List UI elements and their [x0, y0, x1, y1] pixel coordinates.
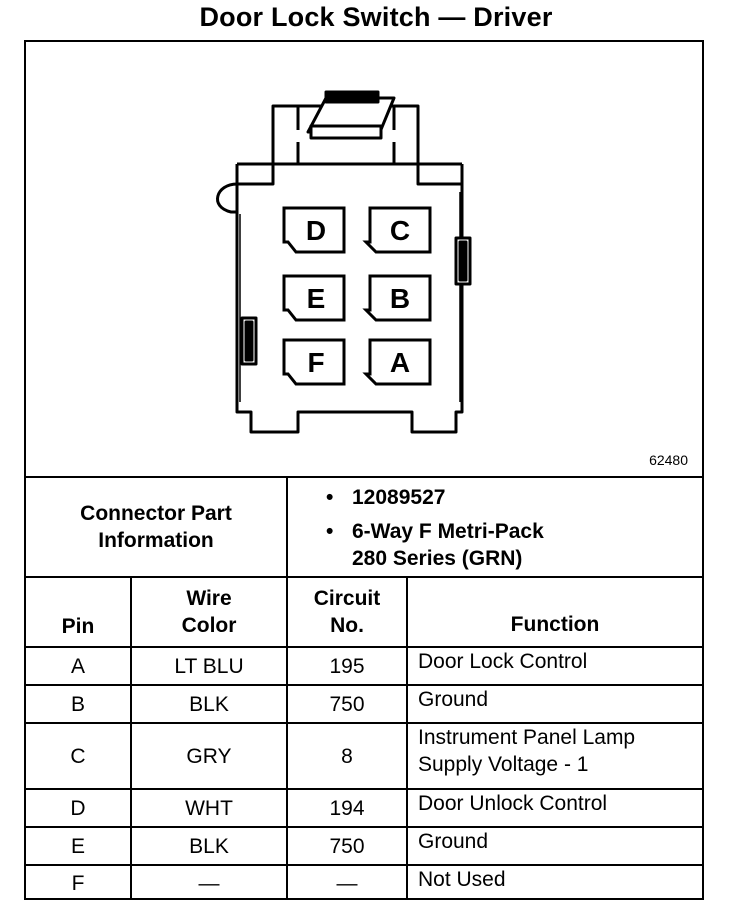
- cell-pin: B: [70, 692, 85, 716]
- pin-label-d: D: [306, 215, 326, 246]
- cell-function: Door Unlock Control: [408, 790, 702, 826]
- cell-pin: C: [70, 744, 86, 768]
- function-text: Not Used: [418, 868, 506, 891]
- divider: [286, 476, 288, 900]
- cavity-c: [362, 206, 432, 254]
- header-wire-color: Wire Color: [181, 587, 237, 637]
- divider: [26, 722, 702, 724]
- function-text: Door Unlock Control: [418, 792, 608, 815]
- cell-function: Not Used: [408, 866, 702, 900]
- cell-wire-color: BLK: [189, 692, 229, 716]
- cell-circuit-no: 194: [329, 796, 365, 820]
- pin-label-e: E: [307, 283, 326, 314]
- function-text: Supply Voltage - 1: [418, 753, 589, 776]
- cell-wire-color: BLK: [189, 834, 229, 858]
- divider: [26, 826, 702, 828]
- cell-circuit-no: 750: [329, 692, 365, 716]
- cell-circuit-no: —: [336, 871, 358, 895]
- function-text: Ground: [418, 830, 489, 853]
- bullet: •: [326, 486, 334, 509]
- cavity-f: [282, 338, 346, 386]
- cell-circuit-no: 8: [341, 744, 353, 768]
- pin-label-f: F: [307, 347, 324, 378]
- divider: [26, 646, 702, 648]
- divider: [406, 576, 408, 900]
- bullet: •: [326, 520, 334, 543]
- cell-wire-color: —: [198, 871, 220, 895]
- header-pin: Pin: [61, 615, 95, 638]
- cell-circuit-no: 750: [329, 834, 365, 858]
- cavity-d: [282, 206, 346, 254]
- cavity-a: [362, 338, 432, 386]
- pin-label-c: C: [390, 215, 410, 246]
- function-text: Ground: [418, 688, 489, 711]
- divider: [26, 684, 702, 686]
- cell-wire-color: LT BLU: [174, 654, 244, 678]
- part-number: 12089527: [352, 486, 446, 509]
- figure-number: 62480: [649, 452, 688, 468]
- cell-wire-color: WHT: [185, 796, 233, 820]
- connector-table-frame: D C E B F A 62480 Connector Part Informa…: [24, 40, 704, 900]
- function-text: Door Lock Control: [418, 650, 588, 673]
- page-title: Door Lock Switch — Driver: [199, 2, 553, 32]
- divider: [130, 576, 132, 900]
- divider: [26, 788, 702, 790]
- divider: [26, 476, 702, 478]
- cell-pin: A: [70, 654, 85, 678]
- connector-type-line2: 280 Series (GRN): [352, 547, 523, 570]
- cell-function: Ground: [408, 828, 702, 864]
- pin-label-a: A: [390, 347, 410, 378]
- function-text: Instrument Panel Lamp: [418, 726, 636, 749]
- divider: [26, 864, 702, 866]
- cell-circuit-no: 195: [329, 654, 365, 678]
- cell-function: Door Lock Control: [408, 648, 702, 684]
- divider: [26, 576, 702, 578]
- cell-function: Ground: [408, 686, 702, 722]
- cell-pin: E: [70, 834, 85, 858]
- pin-label-b: B: [390, 283, 410, 314]
- cell-pin: D: [70, 796, 86, 820]
- cavity-e: [282, 274, 346, 322]
- connector-type-line1: 6-Way F Metri-Pack: [352, 520, 544, 543]
- header-circuit-no: Circuit No.: [313, 587, 381, 637]
- connector-info-label: Connector Part Information: [80, 502, 232, 552]
- header-function: Function: [510, 613, 600, 636]
- connector-face-diagram: D C E B F A: [216, 90, 472, 434]
- cell-pin: F: [71, 871, 85, 895]
- cell-wire-color: GRY: [186, 744, 232, 768]
- cavity-b: [362, 274, 432, 322]
